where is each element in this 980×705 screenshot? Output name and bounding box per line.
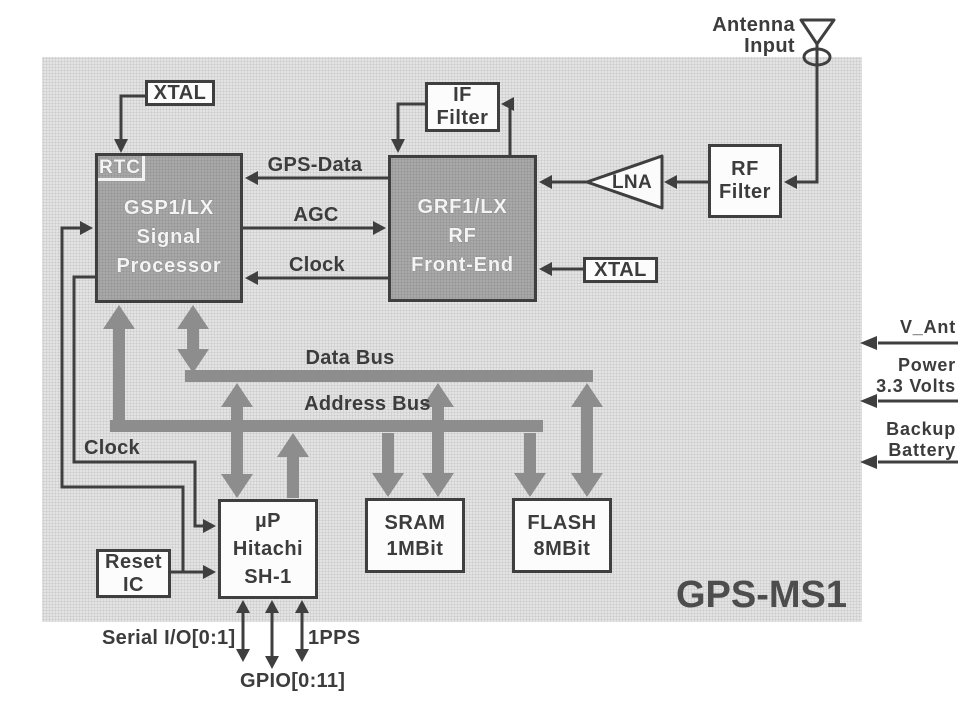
xtal-left-label: XTAL xyxy=(153,81,207,104)
grf-label-line2: RF xyxy=(448,225,477,247)
rf-filter-label-line1: RF xyxy=(731,158,759,180)
gpio-label: GPIO[0:11] xyxy=(240,670,346,692)
xtal-left-block: XTAL xyxy=(145,80,215,106)
reset-ic-block: Reset IC xyxy=(96,549,171,598)
rtc-tag: RTC xyxy=(98,156,145,181)
power-label-line1: Power xyxy=(897,355,956,375)
clock-between-chips-label: Clock xyxy=(289,254,345,276)
cpu-label-line3: SH-1 xyxy=(244,566,292,588)
gsp-label-line3: Processor xyxy=(116,254,222,277)
backup-battery-label: Backup Battery xyxy=(874,419,956,461)
power-label-line2: 3.3 Volts xyxy=(876,376,956,396)
antenna-label-line2: Input xyxy=(744,35,795,57)
rf-filter-label-line2: Filter xyxy=(719,181,771,203)
cpu-label-line2: Hitachi xyxy=(232,538,304,560)
backup-label-line1: Backup xyxy=(886,419,956,439)
gps-data-label: GPS-Data xyxy=(267,154,363,176)
flash-label-line1: FLASH xyxy=(527,511,597,534)
pps-label: 1PPS xyxy=(308,627,361,649)
sram-block: SRAM 1MBit xyxy=(365,498,465,573)
if-filter-label-line1: IF xyxy=(453,84,472,106)
power-label: Power 3.3 Volts xyxy=(873,355,956,397)
gsp-signal-processor-block: RTC GSP1/LX Signal Processor xyxy=(95,153,243,303)
sram-label-line2: 1MBit xyxy=(386,537,444,560)
xtal-right-label: XTAL xyxy=(594,258,647,281)
module-title: GPS-MS1 xyxy=(676,574,848,616)
data-bus-label: Data Bus xyxy=(305,347,395,369)
clock-to-cpu-label: Clock xyxy=(84,437,140,459)
agc-label: AGC xyxy=(293,204,339,226)
serial-io-label: Serial I/O[0:1] xyxy=(102,627,236,649)
xtal-right-block: XTAL xyxy=(583,257,658,283)
reset-ic-label-line2: IC xyxy=(123,573,144,596)
sram-label-line1: SRAM xyxy=(384,511,446,534)
address-bus-label: Address Bus xyxy=(304,393,431,415)
cpu-label-line1: µP xyxy=(255,510,281,532)
grf-label-line3: Front-End xyxy=(411,254,514,276)
grf-rf-front-end-block: GRF1/LX RF Front-End xyxy=(388,155,537,302)
pps-pin-down-arrowhead xyxy=(295,649,309,662)
antenna-input-label: Antenna Input xyxy=(700,15,795,57)
microprocessor-block: µP Hitachi SH-1 xyxy=(218,499,318,599)
v-ant-arrowhead xyxy=(860,336,877,350)
antenna-label-line1: Antenna xyxy=(712,14,795,36)
gpio-pin-down-arrowhead xyxy=(265,656,279,669)
reset-ic-label-line1: Reset xyxy=(105,550,162,573)
gsp-label-line2: Signal xyxy=(136,225,202,248)
flash-label-line2: 8MBit xyxy=(533,537,591,560)
backup-label-line2: Battery xyxy=(888,440,956,460)
if-filter-label-line2: Filter xyxy=(436,107,489,129)
rtc-tag-label: RTC xyxy=(98,156,142,178)
serial-pin-down-arrowhead xyxy=(236,649,250,662)
if-filter-block: IF Filter xyxy=(425,82,500,132)
v-ant-label: V_Ant xyxy=(899,317,956,337)
rf-filter-block: RF Filter xyxy=(708,144,782,218)
gsp-label-line1: GSP1/LX xyxy=(123,196,215,219)
flash-block: FLASH 8MBit xyxy=(512,498,612,573)
grf-label-line1: GRF1/LX xyxy=(417,196,508,218)
lna-label: LNA xyxy=(612,172,652,193)
